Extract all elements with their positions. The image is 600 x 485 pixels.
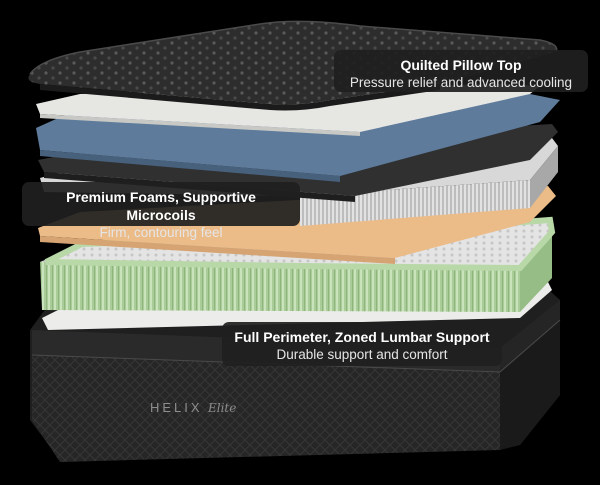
- callout-premium-foams: Premium Foams, Supportive Microcoils Fir…: [22, 182, 300, 240]
- callout-title: Full Perimeter, Zoned Lumbar Support: [234, 329, 490, 345]
- callout-subtitle: Durable support and comfort: [276, 347, 448, 362]
- brand-name: HELIX: [150, 400, 203, 415]
- callout-subtitle: Pressure relief and advanced cooling: [349, 75, 573, 90]
- brand-logo: HELIX Elite: [150, 400, 236, 415]
- callout-pillow-top: Quilted Pillow Top Pressure relief and a…: [334, 50, 588, 92]
- callout-title: Premium Foams, Supportive Microcoils: [66, 189, 256, 223]
- brand-script: Elite: [207, 401, 236, 415]
- callout-subtitle: Firm, contouring feel: [99, 225, 223, 240]
- callout-lumbar-support: Full Perimeter, Zoned Lumbar Support Dur…: [222, 322, 502, 366]
- callout-title: Quilted Pillow Top: [400, 57, 522, 73]
